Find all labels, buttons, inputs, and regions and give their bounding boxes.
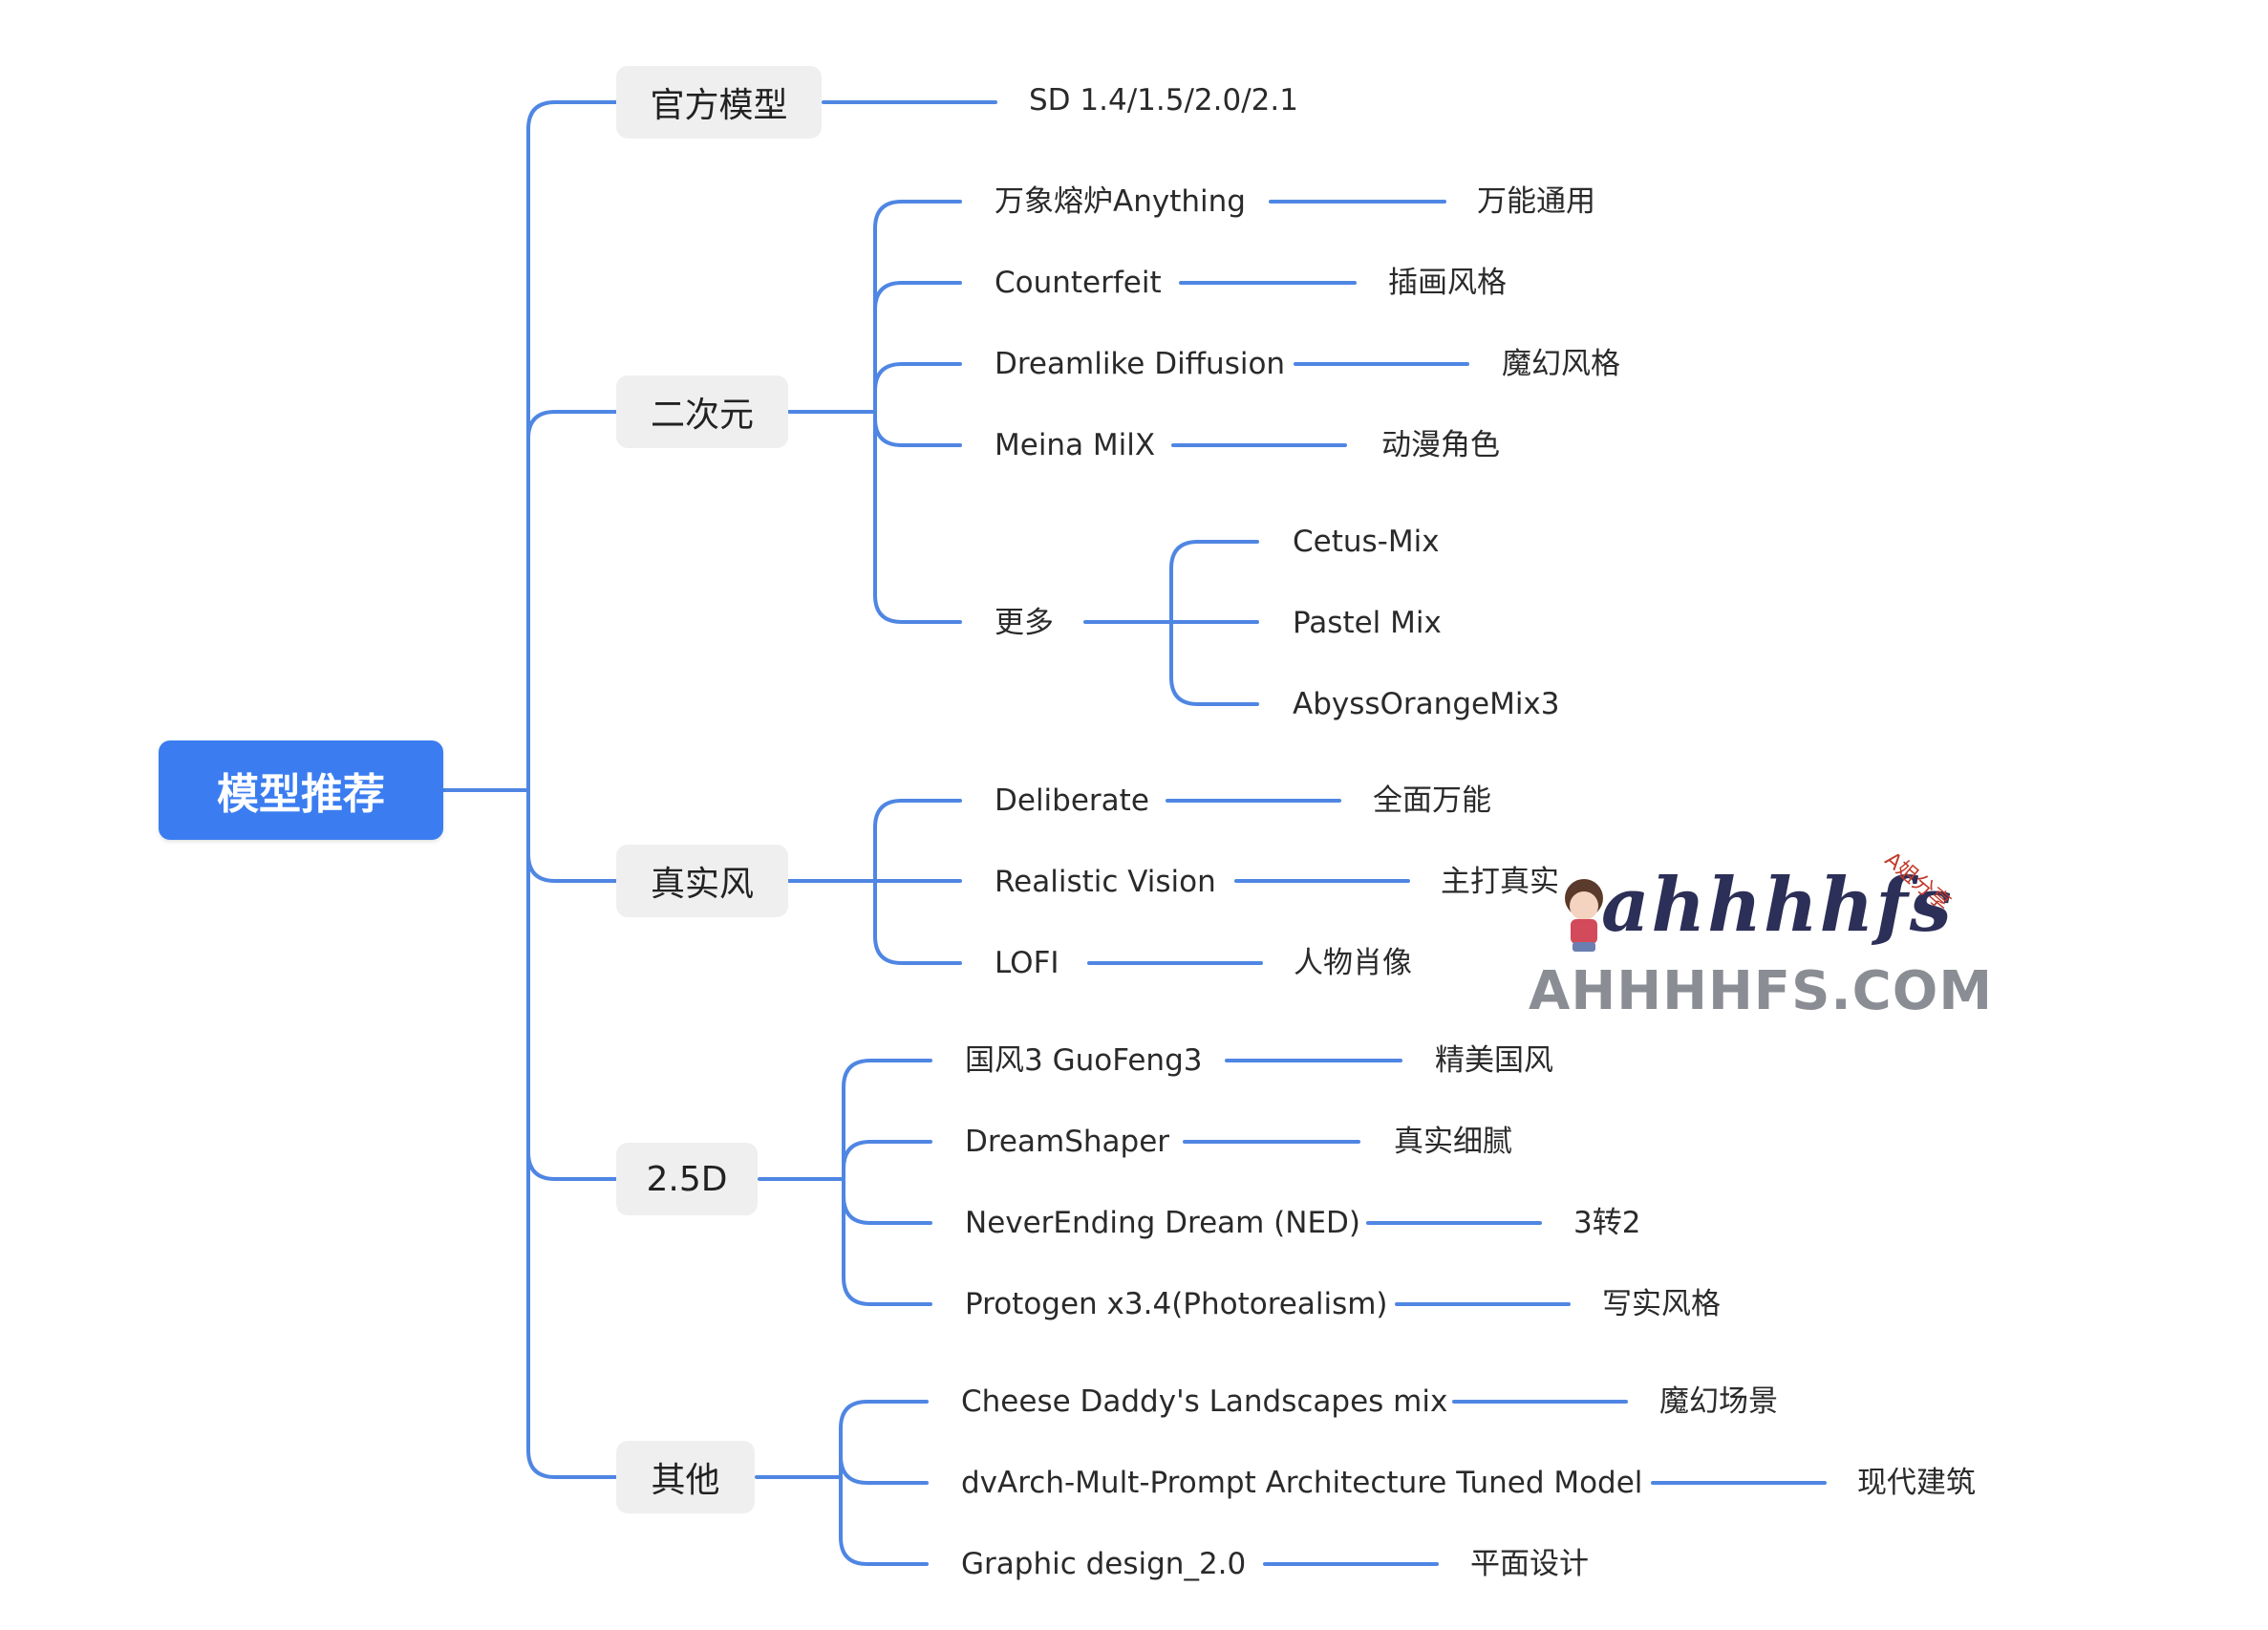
model-guofeng3[interactable]: 国风3 GuoFeng3 bbox=[965, 1043, 1203, 1078]
model-neverending-dream[interactable]: NeverEnding Dream (NED) bbox=[965, 1206, 1361, 1240]
model-deliberate[interactable]: Deliberate bbox=[995, 783, 1149, 818]
model-meina-milx[interactable]: Meina MilX bbox=[995, 428, 1156, 462]
model-counterfeit[interactable]: Counterfeit bbox=[995, 266, 1162, 300]
model-cheese-daddy[interactable]: Cheese Daddy's Landscapes mix bbox=[961, 1384, 1448, 1419]
desc-realistic-vision: 主打真实 bbox=[1441, 865, 1559, 899]
model-dreamlike-diffusion[interactable]: Dreamlike Diffusion bbox=[995, 347, 1286, 381]
desc-anything: 万能通用 bbox=[1477, 184, 1595, 219]
category-2-5d[interactable]: 2.5D bbox=[616, 1143, 758, 1215]
category-realistic[interactable]: 真实风 bbox=[616, 845, 788, 917]
desc-meina-milx: 动漫角色 bbox=[1381, 428, 1500, 462]
desc-graphic-design: 平面设计 bbox=[1470, 1547, 1589, 1581]
model-dreamshaper[interactable]: DreamShaper bbox=[965, 1125, 1170, 1159]
category-official-models[interactable]: 官方模型 bbox=[616, 66, 822, 139]
model-lofi[interactable]: LOFI bbox=[995, 946, 1059, 980]
watermark-mascot-icon bbox=[1565, 879, 1603, 952]
desc-counterfeit: 插画风格 bbox=[1388, 266, 1507, 300]
model-realistic-vision[interactable]: Realistic Vision bbox=[995, 865, 1216, 899]
desc-dreamshaper: 真实细腻 bbox=[1394, 1125, 1512, 1159]
model-anything[interactable]: 万象熔炉Anything bbox=[995, 184, 1246, 219]
desc-protogen: 写实风格 bbox=[1602, 1287, 1721, 1321]
desc-guofeng3: 精美国风 bbox=[1435, 1043, 1553, 1078]
desc-lofi: 人物肖像 bbox=[1294, 946, 1412, 980]
desc-deliberate: 全面万能 bbox=[1373, 783, 1491, 818]
model-sd-official[interactable]: SD 1.4/1.5/2.0/2.1 bbox=[1029, 83, 1298, 118]
model-protogen[interactable]: Protogen x3.4(Photorealism) bbox=[965, 1287, 1388, 1321]
desc-dvarch: 现代建筑 bbox=[1857, 1466, 1976, 1500]
desc-neverending-dream: 3转2 bbox=[1573, 1206, 1641, 1240]
category-anime[interactable]: 二次元 bbox=[616, 375, 788, 448]
model-abyss-orange-mix3[interactable]: AbyssOrangeMix3 bbox=[1293, 687, 1560, 721]
desc-cheese-daddy: 魔幻场景 bbox=[1659, 1384, 1778, 1419]
category-other[interactable]: 其他 bbox=[616, 1441, 755, 1513]
model-cetus-mix[interactable]: Cetus-Mix bbox=[1293, 525, 1440, 559]
model-graphic-design[interactable]: Graphic design_2.0 bbox=[961, 1547, 1247, 1581]
watermark-domain: AHHHHFS.COM bbox=[1529, 960, 1994, 1022]
model-dvarch[interactable]: dvArch-Mult-Prompt Architecture Tuned Mo… bbox=[961, 1466, 1643, 1500]
root-node[interactable]: 模型推荐 bbox=[159, 740, 443, 840]
watermark-script: ahhhhfs bbox=[1601, 862, 1954, 949]
model-pastel-mix[interactable]: Pastel Mix bbox=[1293, 606, 1442, 640]
desc-dreamlike-diffusion: 魔幻风格 bbox=[1502, 347, 1620, 381]
model-more[interactable]: 更多 bbox=[995, 606, 1054, 640]
